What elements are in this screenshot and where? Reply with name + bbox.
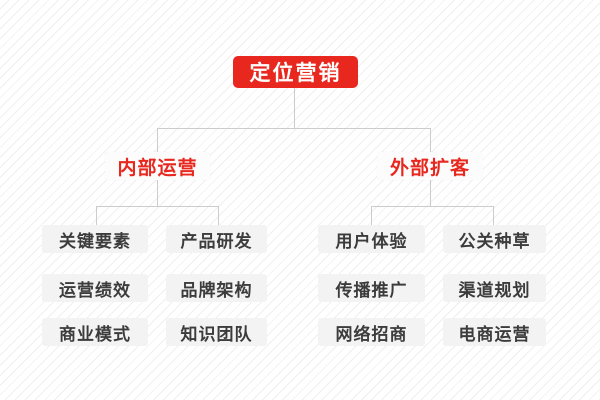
connector-line (96, 206, 97, 225)
leaf-node: 电商运营 (443, 318, 546, 346)
leaf-node: 运营绩效 (42, 274, 148, 302)
branch-node-external-expansion: 外部扩客 (377, 152, 483, 180)
connector-line (430, 128, 431, 152)
leaf-node: 关键要素 (42, 225, 148, 253)
leaf-node: 传播推广 (318, 274, 425, 302)
connector-line (157, 128, 158, 152)
leaf-node: 渠道规划 (443, 274, 546, 302)
leaf-node: 知识团队 (166, 318, 267, 346)
root-node: 定位营销 (233, 56, 358, 88)
connector-line (294, 88, 295, 128)
connector-line (157, 180, 158, 207)
leaf-node: 用户体验 (318, 225, 425, 253)
connector-line (430, 180, 431, 207)
leaf-node: 产品研发 (166, 225, 267, 253)
connector-line (493, 206, 494, 225)
connector-line (371, 206, 372, 225)
connector-line (157, 128, 431, 129)
connector-line (218, 206, 219, 225)
connector-line (371, 206, 494, 207)
leaf-node: 公关种草 (443, 225, 546, 253)
leaf-node: 品牌架构 (166, 274, 267, 302)
leaf-node: 商业模式 (42, 318, 148, 346)
leaf-node: 网络招商 (318, 318, 425, 346)
connector-line (96, 206, 219, 207)
branch-node-internal-operations: 内部运营 (105, 152, 210, 180)
